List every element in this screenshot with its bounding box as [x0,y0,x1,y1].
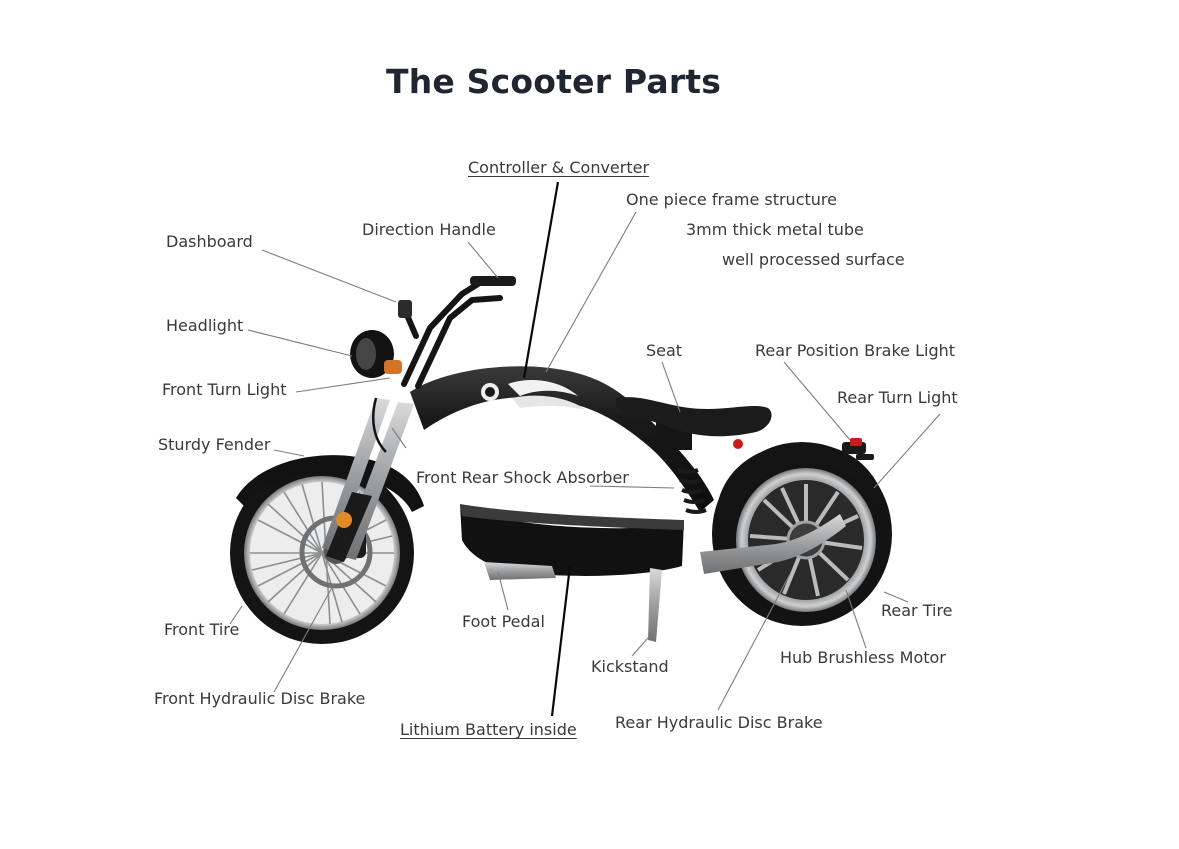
leader-rear-disc-brake [717,573,791,711]
leader-lines [229,211,941,711]
handle-grip [470,276,516,286]
label-headlight: Headlight [166,316,244,335]
label-seat: Seat [646,341,683,360]
leader-direction-handle [467,241,499,279]
front-reflector [336,512,352,528]
kickstand [648,568,662,642]
leader-front-tire [229,605,243,625]
front-fork [322,398,414,562]
leader-frame-structure [545,211,637,373]
label-shock-absorber: Front Rear Shock Absorber [416,468,629,487]
leader-foot-pedal [497,571,509,611]
label-rear-position-brake-light: Rear Position Brake Light [755,341,956,360]
foot-pedal [484,562,556,580]
label-sturdy-fender: Sturdy Fender [158,435,271,454]
leader-shock-rear [589,485,675,489]
page-title: The Scooter Parts [386,62,722,101]
rear-turn-light [856,454,874,460]
leader-rear-tire [883,591,909,603]
flame-decal [508,380,578,396]
label-front-tire: Front Tire [164,620,240,639]
battery-deck [460,504,684,576]
label-front-hydraulic-disc-brake: Front Hydraulic Disc Brake [154,689,366,708]
label-controller-converter: Controller & Converter [468,158,650,177]
swingarm [700,514,846,574]
rear-shock-spring [677,468,707,514]
label-rear-hydraulic-disc-brake: Rear Hydraulic Disc Brake [615,713,823,732]
label-rear-tire: Rear Tire [881,601,953,620]
leader-battery [550,565,572,717]
rear-wheel [712,442,892,626]
brake-light [850,438,862,446]
leader-sturdy-fender [273,449,305,457]
frame-body [410,366,714,512]
leader-hub-motor [845,589,867,649]
leader-dashboard [261,249,397,303]
label-hub-brushless-motor: Hub Brushless Motor [780,648,946,667]
dashboard [398,300,412,318]
leader-shock-front [391,427,407,449]
rear-fender [716,443,884,522]
label-foot-pedal: Foot Pedal [462,612,545,631]
leader-front-turn-light [295,377,391,393]
label-front-turn-light: Front Turn Light [162,380,287,399]
label-processed-surface: well processed surface [722,250,905,269]
label-frame-structure: One piece frame structure [626,190,837,209]
leader-controller [522,181,560,379]
front-turn-light [384,360,402,374]
label-metal-tube: 3mm thick metal tube [686,220,864,239]
leader-rear-position-light [783,361,851,441]
bold-leader-lines [522,181,572,717]
label-rear-turn-light: Rear Turn Light [837,388,958,407]
label-lithium-battery: Lithium Battery inside [400,720,577,739]
label-dashboard: Dashboard [166,232,253,251]
leader-front-disc-brake [273,583,335,693]
leader-kickstand [631,637,649,657]
seat [616,397,772,437]
label-direction-handle: Direction Handle [362,220,496,239]
leader-headlight [247,329,353,357]
label-kickstand: Kickstand [591,657,669,676]
leader-seat [661,361,681,413]
leader-rear-turn-light [873,413,941,489]
